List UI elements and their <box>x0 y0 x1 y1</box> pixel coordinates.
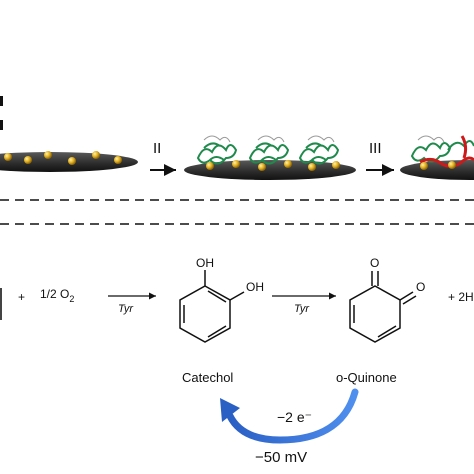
enzyme-label-1: Tyr <box>118 303 134 315</box>
cropped-structure-mark <box>0 288 2 320</box>
plus-2h-text: + 2H <box>448 290 474 304</box>
quinone-label: o-Quinone <box>336 370 397 385</box>
catechol-structure <box>179 270 245 343</box>
electron-transfer-label: −2 e⁻ <box>277 409 312 425</box>
plus-sign: + <box>18 290 25 304</box>
enzyme-cluster <box>196 142 340 165</box>
electron-cycle-arrowhead <box>220 398 240 422</box>
enzyme-label-2: Tyr <box>294 303 310 315</box>
oxygen-label: 1/2 O2 <box>40 287 74 304</box>
step-ii-label: II <box>153 140 161 157</box>
electrode-polymer <box>400 135 474 180</box>
quinone-structure <box>349 271 417 343</box>
step-iii-label: III <box>369 140 382 157</box>
potential-label: −50 mV <box>255 449 307 466</box>
cropped-text-mark <box>0 120 3 130</box>
catechol-label: Catechol <box>182 370 233 385</box>
electrode-enzyme <box>184 135 356 180</box>
cropped-text-mark <box>0 96 3 106</box>
electrode-bare <box>0 151 138 172</box>
electron-cycle-arrow <box>226 388 359 444</box>
quinone-o-right: O <box>416 280 425 294</box>
quinone-o-top: O <box>370 256 379 270</box>
catechol-oh-top: OH <box>196 256 214 270</box>
catechol-oh-right: OH <box>246 280 264 294</box>
